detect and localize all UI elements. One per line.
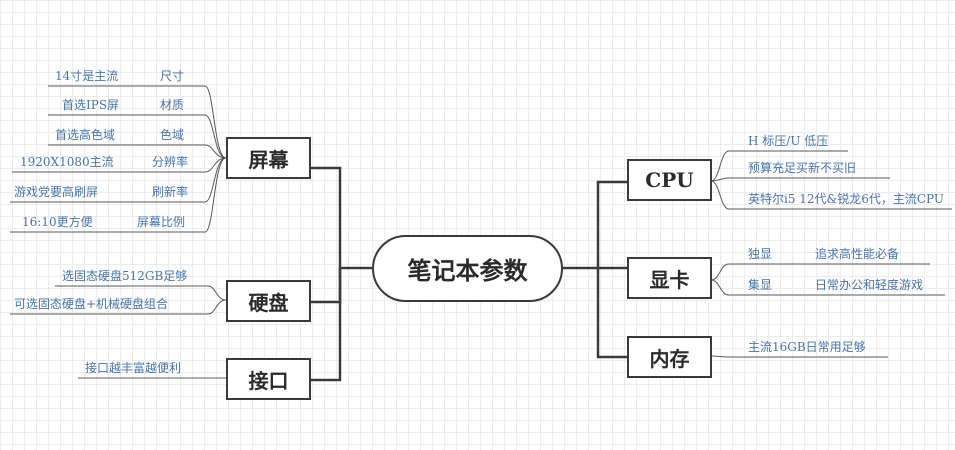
screen-gamut-value: 首选高色域	[55, 128, 116, 142]
screen-ratio-value: 16:10更方便	[22, 215, 93, 229]
cpu-item-3: 英特尔i5 12代&锐龙6代，主流CPU	[748, 192, 945, 206]
branch-screen: 屏幕	[226, 137, 311, 179]
branch-memory: 内存	[627, 336, 712, 378]
screen-resolution-label: 分辨率	[152, 155, 189, 169]
gpu-integrated-value: 日常办公和轻度游戏	[815, 278, 924, 292]
screen-ratio-label: 屏幕比例	[137, 215, 186, 229]
screen-material-value: 首选IPS屏	[62, 98, 120, 112]
screen-refresh-label: 刷新率	[152, 185, 189, 199]
branch-gpu: 显卡	[627, 257, 712, 299]
screen-resolution-value: 1920X1080主流	[20, 155, 114, 169]
screen-size-label: 尺寸	[160, 69, 185, 83]
branch-ports: 接口	[226, 358, 311, 400]
cpu-item-2: 预算充足买新不买旧	[748, 161, 857, 175]
ports-item-1: 接口越丰富越便利	[85, 361, 182, 375]
gpu-discrete-value: 追求高性能必备	[815, 247, 900, 261]
cpu-item-1: H 标压/U 低压	[748, 134, 829, 148]
root-node: 笔记本参数	[372, 235, 563, 302]
screen-size-value: 14寸是主流	[55, 69, 119, 83]
branch-storage: 硬盘	[226, 280, 311, 322]
gpu-discrete-label: 独显	[748, 247, 773, 261]
screen-material-label: 材质	[160, 98, 185, 112]
storage-item-2: 可选固态硬盘+机械硬盘组合	[14, 297, 169, 311]
storage-item-1: 选固态硬盘512GB足够	[62, 269, 188, 283]
screen-refresh-value: 游戏党要高刷屏	[14, 185, 99, 199]
branch-cpu: CPU	[627, 159, 712, 201]
gpu-integrated-label: 集显	[748, 278, 773, 292]
screen-gamut-label: 色域	[160, 128, 185, 142]
memory-item-1: 主流16GB日常用足够	[748, 340, 866, 354]
